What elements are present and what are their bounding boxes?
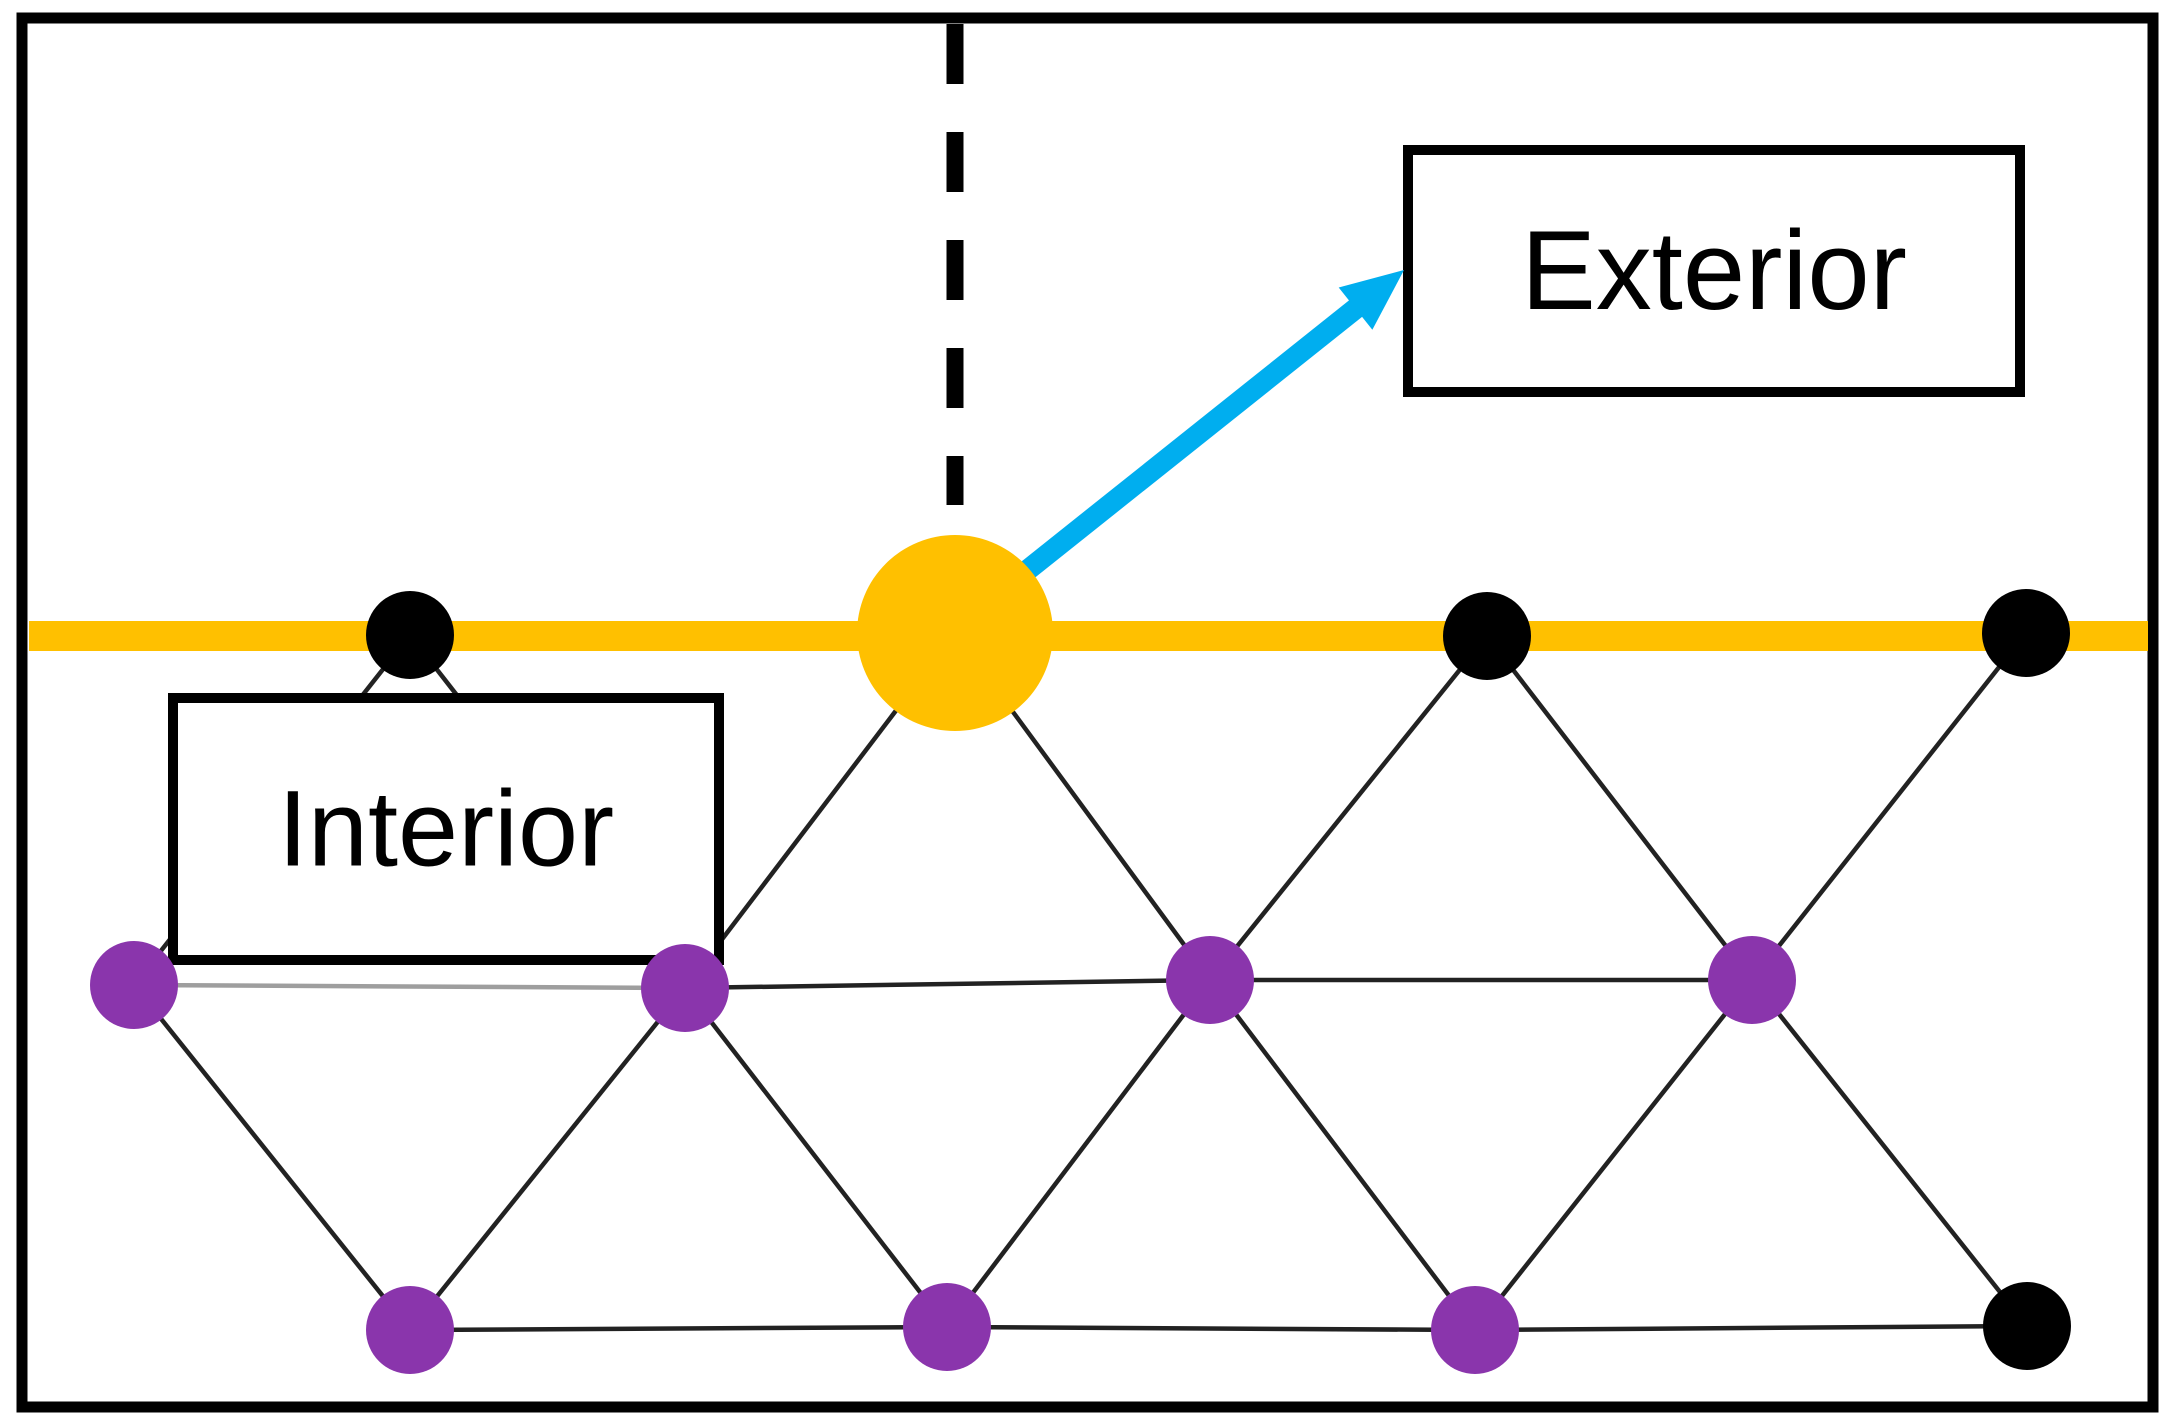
mesh-edge-m4-c3: [1473, 978, 1754, 1332]
mesh-edge-c3-c4: [1474, 1323, 2028, 1333]
arrow-shaft: [983, 283, 1384, 609]
exterior-normal-arrow: [983, 270, 1404, 609]
corner-node-black-bottom-right: [1983, 1282, 2071, 1370]
interior-node-purple-5: [366, 1286, 454, 1374]
mesh-edge-b3-m4: [1485, 634, 1754, 982]
boundary-line: [29, 621, 2148, 651]
arrow-head: [1338, 270, 1404, 330]
mesh-edge-c1-c2: [409, 1324, 948, 1333]
label-boxes: Interior Exterior: [168, 145, 2025, 965]
interior-node-purple-7: [1431, 1286, 1519, 1374]
mesh-edge-c2-c3: [946, 1324, 1476, 1333]
mesh-edge-m1-m2: [133, 982, 686, 991]
interior-label: Interior: [278, 768, 614, 889]
outer-border: [16, 12, 2159, 1413]
interior-node-purple-4: [1708, 936, 1796, 1024]
mesh-edge-m2-c1: [408, 986, 687, 1332]
interior-node-purple-3: [1166, 936, 1254, 1024]
exterior-label: Exterior: [1521, 208, 1907, 333]
boundary-node-black-left: [366, 591, 454, 679]
mesh-edge-m2-c2: [683, 986, 949, 1329]
interior-node-purple-6: [903, 1283, 991, 1371]
mesh-nodes: [90, 535, 2071, 1374]
mesh-edge-m4-c4: [1750, 978, 2029, 1328]
mesh-edge-m3-c2: [945, 978, 1212, 1329]
mesh-edge-m3-c3: [1208, 978, 1477, 1332]
mesh-edge-m1-c1: [132, 983, 412, 1332]
mesh-edge-b4-m4: [1750, 631, 2028, 982]
free-boundary-node-yellow: [857, 535, 1053, 731]
interior-label-box: [168, 693, 724, 965]
boundary-node-black-right: [1982, 589, 2070, 677]
boundary-node-black-mid: [1443, 592, 1531, 680]
mesh-edge-b3-m3: [1208, 634, 1489, 982]
interior-node-purple-2: [641, 944, 729, 1032]
mesh-edges: [132, 631, 2029, 1333]
exterior-label-box: [1403, 145, 2025, 397]
interior-node-purple-1: [90, 941, 178, 1029]
mesh-edge-m2-m3: [684, 977, 1211, 991]
